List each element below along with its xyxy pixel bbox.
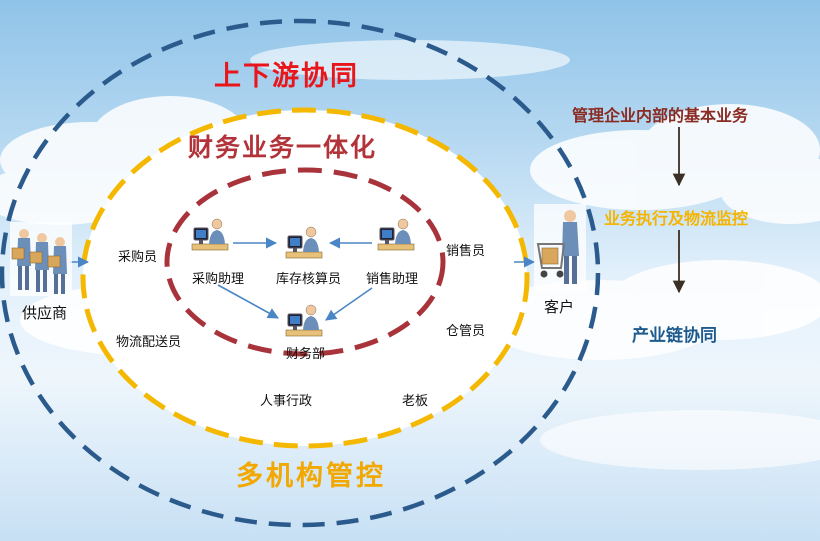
middle-ring-title: 财务业务一体化 (188, 133, 378, 162)
customer-shopping-cart-icon (534, 204, 586, 292)
boss-label: 老板 (402, 394, 429, 409)
right-panel-line1: 管理企业内部的基本业务 (572, 106, 749, 125)
purchase-assistant-label: 采购助理 (192, 272, 245, 287)
logistics-label: 物流配送员 (116, 335, 182, 350)
middle-ring (80, 107, 530, 449)
outer-ring-title: 上下游协同 (214, 61, 359, 92)
supplier-label: 供应商 (22, 304, 68, 322)
outer-ring (0, 18, 601, 528)
inventory-accountant-label: 库存核算员 (276, 272, 342, 287)
inner-ring (164, 167, 446, 357)
customer-label: 客户 (544, 298, 575, 316)
arrow-sales-to-finance (325, 287, 373, 321)
supplier-workers-icon (10, 222, 72, 296)
right-panel-line2: 业务执行及物流监控 (604, 209, 749, 228)
right-panel-line3: 产业链协同 (632, 326, 717, 346)
staff-at-computer-icon (191, 218, 229, 251)
hr-admin-label: 人事行政 (260, 394, 313, 409)
salesperson-label: 销售员 (446, 244, 486, 259)
finance-dept-label: 财务部 (286, 347, 326, 362)
staff-at-computer-icon (285, 304, 323, 337)
warehouse-label: 仓管员 (446, 324, 486, 339)
staff-at-computer-icon (377, 218, 415, 251)
bottom-ring-title: 多机构管控 (236, 461, 386, 492)
staff-at-computer-icon (285, 226, 323, 259)
sales-assistant-label: 销售助理 (366, 272, 419, 287)
purchaser-label: 采购员 (118, 250, 158, 265)
arrow-purchase-to-finance (217, 284, 279, 319)
